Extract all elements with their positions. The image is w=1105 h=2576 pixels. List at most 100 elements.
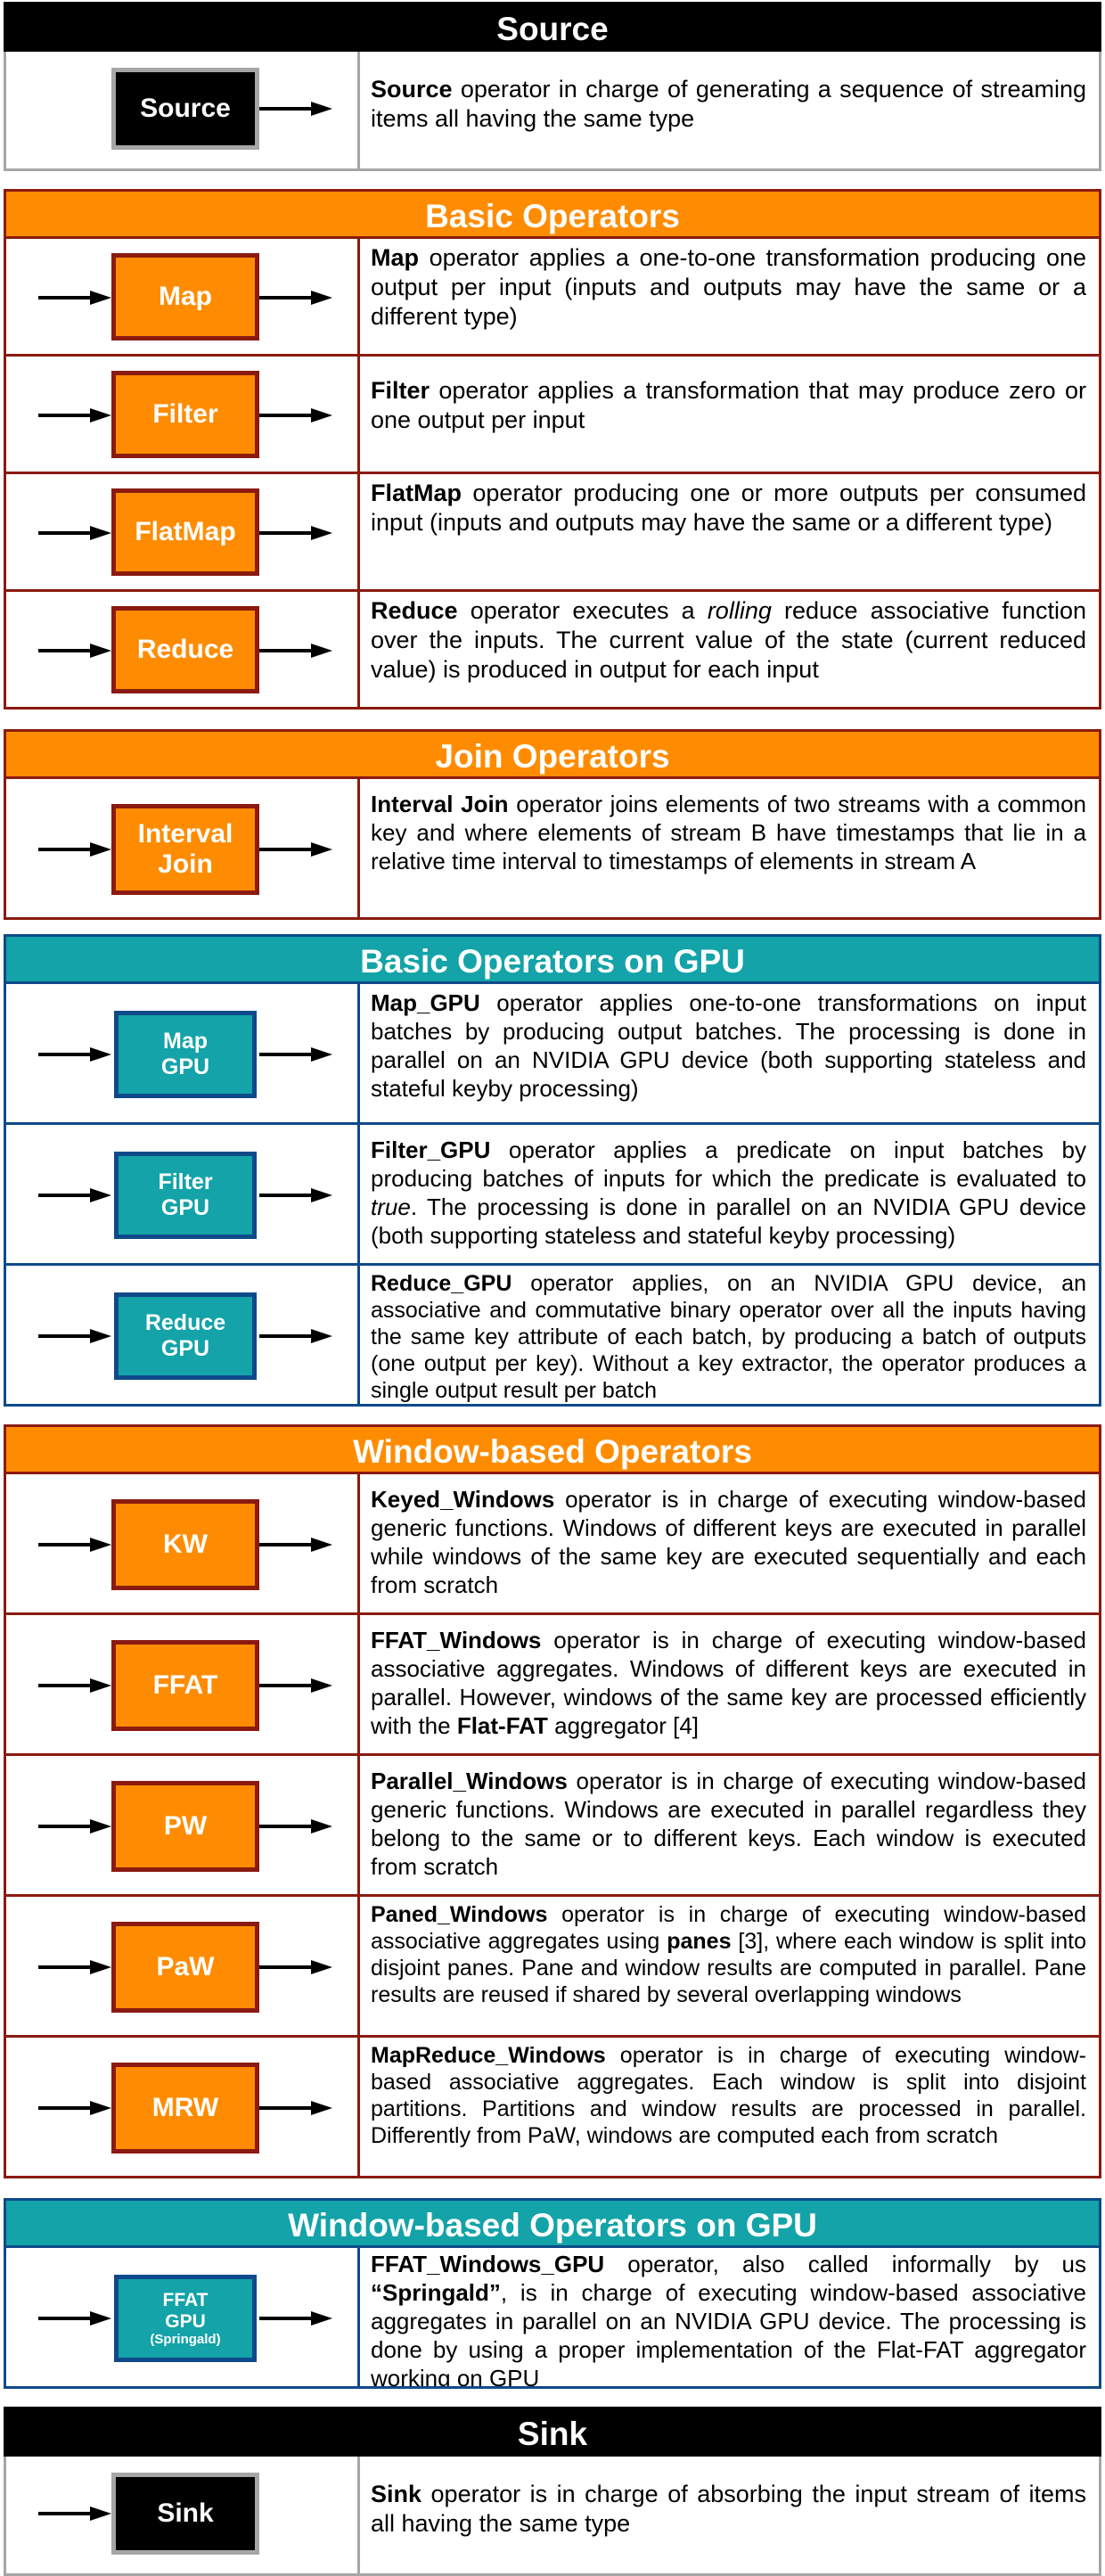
window-operators-section: Window-based Operators KW Keyed_Windows … <box>4 1424 1101 2178</box>
operator-desc-text: operator in charge of generating a seque… <box>371 76 1086 132</box>
basic-gpu-operators-section: Basic Operators on GPU Map GPU Map_GPU o… <box>4 934 1101 1407</box>
operator-row-source: Source Source operator in charge of gene… <box>4 52 1101 171</box>
operator-desc-text: . The processing is done in parallel on … <box>371 1194 1086 1249</box>
operator-desc-strong: Flat-FAT <box>456 1712 548 1739</box>
operator-icon-cell: Source <box>6 52 360 168</box>
operator-desc-emphasis: rolling <box>707 597 772 624</box>
operator-row-kw: KW Keyed_Windows operator is in charge o… <box>4 1474 1101 1615</box>
operator-description: Filter operator applies a transformation… <box>360 357 1099 472</box>
operator-name: Reduce <box>371 597 458 624</box>
output-arrow-icon <box>259 524 332 542</box>
map-gpu-operator-box: Map GPU <box>114 1011 257 1098</box>
operator-name: MapReduce_Windows <box>371 2043 606 2068</box>
input-arrow-icon <box>38 289 111 307</box>
operator-desc-text: operator is in charge of absorbing the i… <box>371 2481 1086 2537</box>
operator-row-filter: Filter Filter operator applies a transfo… <box>4 357 1101 474</box>
reduce-operator-box: Reduce <box>111 606 259 693</box>
basic-operators-section: Basic Operators Map Map operator applies… <box>4 189 1101 710</box>
output-arrow-icon <box>259 1958 332 1976</box>
operator-description: FFAT_Windows operator is in charge of ex… <box>360 1615 1099 1753</box>
box-label-line-2: GPU <box>160 1195 210 1220</box>
output-arrow-icon <box>259 841 332 858</box>
operator-name: Map_GPU <box>371 989 480 1016</box>
input-arrow-icon <box>38 1677 111 1694</box>
operator-name: FlatMap <box>371 480 462 506</box>
operator-row-mrw: MRW MapReduce_Windows operator is in cha… <box>4 2038 1101 2178</box>
interval-join-operator-box: Interval Join <box>111 804 259 895</box>
operator-desc-emphasis: true <box>371 1194 411 1220</box>
operator-name: Interval Join <box>371 791 509 817</box>
operator-desc-text: operator is in charge of executing windo… <box>371 1627 1086 1739</box>
operator-name: Keyed_Windows <box>371 1486 555 1513</box>
operator-icon-cell: Filter <box>6 357 360 472</box>
output-arrow-icon <box>259 2309 332 2327</box>
operator-row-pw: PW Parallel_Windows operator is in charg… <box>4 1756 1101 1897</box>
operator-icon-cell: Interval Join <box>6 779 360 917</box>
operator-desc-text: [3], where each window is split into dis… <box>371 1929 1087 2007</box>
operator-desc-text: operator is in charge of executing windo… <box>371 1902 1086 1954</box>
box-label: Reduce <box>136 634 234 664</box>
box-label: PW <box>163 1810 208 1841</box>
operator-icon-cell: Reduce <box>6 592 360 707</box>
operator-row-reduce-gpu: Reduce GPU Reduce_GPU operator applies, … <box>4 1266 1101 1407</box>
operator-row-ffat: FFAT FFAT_Windows operator is in charge … <box>4 1615 1101 1756</box>
operator-icon-cell: PaW <box>6 1897 360 2035</box>
operator-icon-cell: PW <box>6 1756 360 1894</box>
input-arrow-icon <box>38 1186 111 1204</box>
operator-name: Parallel_Windows <box>371 1768 568 1794</box>
input-arrow-icon <box>38 841 111 858</box>
input-arrow-icon <box>38 1958 111 1976</box>
source-section: Source Source Source operator in charge … <box>4 2 1101 171</box>
box-label-line-1: Interval <box>137 818 233 849</box>
basic-operators-section-title: Basic Operators <box>4 189 1101 239</box>
operator-description: FlatMap operator producing one or more o… <box>360 474 1099 589</box>
operator-icon-cell: Filter GPU <box>6 1125 360 1263</box>
operator-row-reduce: Reduce Reduce operator executes a rollin… <box>4 592 1101 710</box>
operator-description: Reduce operator executes a rolling reduc… <box>360 592 1099 707</box>
input-arrow-icon <box>38 642 111 660</box>
box-label: FFAT <box>152 1669 218 1700</box>
box-label: Map <box>159 281 212 311</box>
operator-description: Map_GPU operator applies one-to-one tran… <box>360 984 1099 1122</box>
operator-desc-text: operator is in charge of executing windo… <box>371 1486 1086 1598</box>
operator-desc-text: operator applies one-to-one transformati… <box>371 989 1086 1102</box>
operator-name: Map <box>371 244 419 271</box>
box-label: KW <box>163 1529 208 1559</box>
operator-name: Reduce_GPU <box>371 1271 512 1296</box>
operator-row-paw: PaW Paned_Windows operator is in charge … <box>4 1897 1101 2038</box>
operator-row-map-gpu: Map GPU Map_GPU operator applies one-to-… <box>4 984 1101 1125</box>
operator-desc-text: reduce associative function over the inp… <box>371 597 1086 683</box>
output-arrow-icon <box>259 1817 332 1835</box>
box-label: FlatMap <box>135 516 236 546</box>
operator-description: Map operator applies a one-to-one transf… <box>360 239 1099 354</box>
operator-desc-text: operator, also called informally by us <box>604 2251 1086 2277</box>
ffat-operator-box: FFAT <box>111 1640 259 1731</box>
kw-operator-box: KW <box>111 1499 259 1590</box>
sink-operator-box: Sink <box>111 2473 259 2555</box>
operator-desc-text: , is in charge of executing window-based… <box>371 2279 1086 2389</box>
box-label: Source <box>140 93 231 123</box>
operator-desc-text: operator is in charge of executing windo… <box>371 1768 1086 1880</box>
operator-description: Filter_GPU operator applies a predicate … <box>360 1125 1099 1263</box>
box-label-line-1: Map <box>163 1029 208 1054</box>
input-arrow-icon <box>38 406 111 424</box>
box-label: MRW <box>151 2092 219 2122</box>
operator-icon-cell: FFAT <box>6 1615 360 1753</box>
operator-desc-text: operator applies, on an NVIDIA GPU devic… <box>371 1271 1086 1403</box>
operator-icon-cell: MRW <box>6 2038 360 2176</box>
flatmap-operator-box: FlatMap <box>111 488 259 576</box>
operator-name: Paned_Windows <box>371 1902 548 1927</box>
operator-desc-strong: “Springald” <box>371 2279 501 2306</box>
output-arrow-icon <box>259 1186 332 1204</box>
operator-description: Interval Join operator joins elements of… <box>360 779 1099 917</box>
operator-description: FFAT_Windows_GPU operator, also called i… <box>360 2248 1099 2386</box>
box-label-line-1: FFAT <box>162 2289 209 2310</box>
operator-description: Reduce_GPU operator applies, on an NVIDI… <box>360 1266 1099 1404</box>
operator-description: Parallel_Windows operator is in charge o… <box>360 1756 1099 1894</box>
mrw-operator-box: MRW <box>111 2063 259 2154</box>
source-section-title: Source <box>4 2 1101 52</box>
source-operator-box: Source <box>111 68 259 150</box>
paw-operator-box: PaW <box>111 1922 259 2013</box>
box-label: PaW <box>156 1951 215 1981</box>
window-gpu-operators-section: Window-based Operators on GPU FFAT GPU (… <box>4 2198 1101 2389</box>
